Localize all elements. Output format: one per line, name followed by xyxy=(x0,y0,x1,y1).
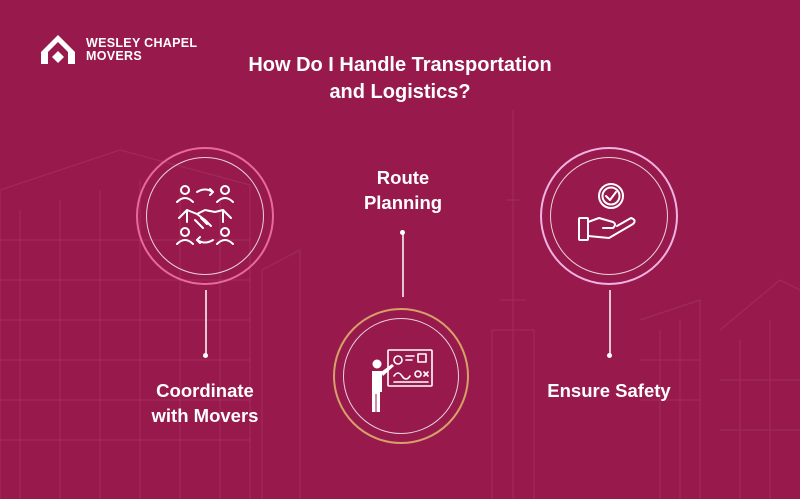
brand-logo: WESLEY CHAPEL MOVERS xyxy=(38,30,197,70)
safety-inner-ring xyxy=(550,157,668,275)
route-inner-ring xyxy=(343,318,459,434)
route-label-line1: Route xyxy=(376,167,430,188)
route-label: Route Planning xyxy=(343,165,463,215)
presenter-board-icon xyxy=(372,349,433,412)
coordinate-connector-dot xyxy=(203,353,208,358)
safety-connector-dot xyxy=(607,353,612,358)
handshake-team-icon xyxy=(176,185,234,245)
coordinate-label-line2: with Movers xyxy=(151,405,259,426)
title-line1: How Do I Handle Transportation xyxy=(248,54,552,76)
coordinate-label: Coordinate with Movers xyxy=(120,378,290,428)
coordinate-outer-ring xyxy=(136,147,274,285)
route-connector-dot xyxy=(400,230,405,235)
coordinate-connector xyxy=(205,290,207,355)
safety-outer-ring xyxy=(540,147,678,285)
hand-checkmark-icon xyxy=(578,183,636,241)
page-title: How Do I Handle Transportation and Logis… xyxy=(200,52,600,106)
route-label-line2: Planning xyxy=(363,192,443,213)
route-connector xyxy=(402,233,404,297)
safety-label-line1: Ensure Safety xyxy=(547,380,671,401)
brand-name: WESLEY CHAPEL MOVERS xyxy=(86,37,197,63)
brand-name-line2: MOVERS xyxy=(86,49,142,63)
brand-name-line1: WESLEY CHAPEL xyxy=(86,36,198,50)
safety-connector xyxy=(609,290,611,355)
house-chevron-logo-icon xyxy=(41,35,75,64)
coordinate-label-line1: Coordinate xyxy=(156,380,254,401)
route-outer-ring xyxy=(333,308,469,444)
title-line2: and Logistics? xyxy=(329,81,471,103)
coordinate-inner-ring xyxy=(146,157,264,275)
safety-label: Ensure Safety xyxy=(534,378,684,403)
